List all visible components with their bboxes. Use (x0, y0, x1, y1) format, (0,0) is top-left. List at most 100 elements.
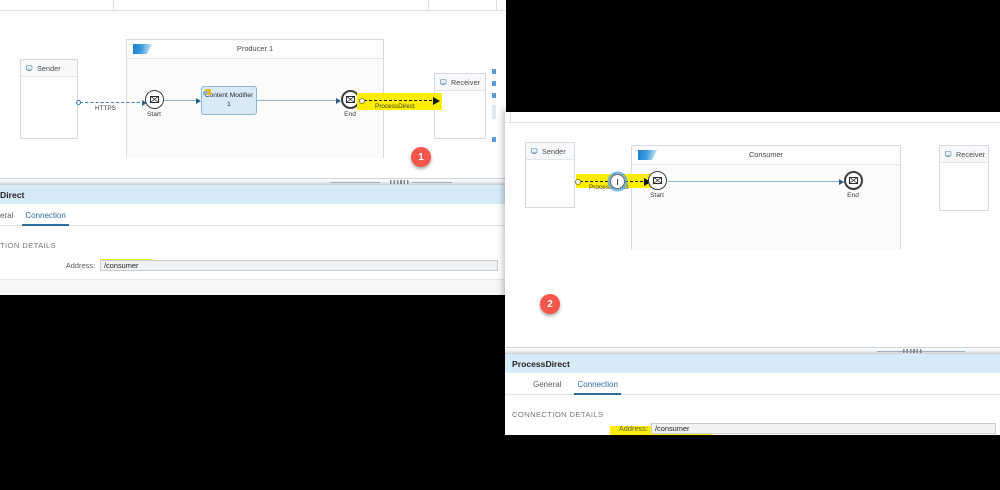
message-start-event-icon (150, 96, 159, 103)
toolbar-segment-3[interactable] (428, 0, 497, 10)
grip-line-left (330, 182, 380, 183)
sequence-flow-arrow-icon (196, 97, 201, 104)
sender-message-flow[interactable] (76, 100, 147, 106)
message-flow-origin-dot (359, 97, 365, 104)
address-label: Address: (65, 260, 95, 270)
properties-resize-grip[interactable] (0, 179, 506, 185)
properties-title-text: Direct (0, 189, 25, 200)
receiver-pool-header: Receiver (435, 74, 485, 91)
end-event-label: End (847, 192, 859, 199)
end-event[interactable] (844, 171, 863, 190)
tab-connection[interactable]: Connection (22, 211, 70, 226)
sequence-flow-modifier-to-end[interactable] (257, 97, 341, 104)
producer-connection-details-label: TION DETAILS (0, 241, 57, 250)
sender-message-flow-label: HTTPS (95, 105, 116, 112)
message-start-event-icon (653, 177, 662, 184)
palette-icon-5[interactable] (491, 137, 496, 142)
grip-dots-icon (903, 349, 923, 353)
start-event[interactable] (145, 90, 164, 109)
tab-general[interactable]: eral (0, 210, 14, 220)
receiver-pool-label: Receiver (956, 149, 986, 159)
participant-icon (531, 147, 538, 154)
processdirect-message-flow[interactable] (359, 97, 440, 105)
message-flow-arrow-icon (142, 100, 147, 106)
receiver-pool-header: Receiver (940, 146, 988, 163)
receiver-flow-highlight (357, 93, 442, 110)
consumer-toolbar[interactable] (505, 112, 1000, 123)
producer-properties-title: Direct (0, 185, 506, 204)
address-input[interactable]: /consumer (651, 422, 996, 434)
toolbar-segment-1[interactable] (0, 0, 114, 10)
sender-pool-header: Sender (526, 143, 574, 160)
start-event[interactable] (648, 171, 667, 190)
participant-icon (440, 78, 447, 85)
receiver-pool[interactable]: Receiver (434, 73, 486, 139)
sender-pool-label: Sender (37, 63, 61, 73)
grip-line-right (412, 182, 452, 183)
content-modifier-label: Content Modifier 1 (204, 92, 254, 108)
callout-badge-1: 1 (411, 147, 431, 167)
participant-icon (945, 150, 952, 157)
grip-dots-icon (390, 180, 410, 184)
producer-properties-panel: Direct eral Connection TION DETAILS Addr… (0, 178, 506, 295)
sequence-flow-start-to-end[interactable] (668, 178, 844, 185)
sap-logo-icon (638, 150, 657, 160)
receiver-pool-label: Receiver (451, 77, 481, 87)
message-flow-arrow-icon (644, 178, 651, 186)
producer-shape-palette[interactable] (490, 11, 498, 178)
toolbar-segment-1[interactable] (505, 112, 511, 122)
palette-icon-1[interactable] (491, 69, 496, 74)
consumer-pool-header: Consumer (632, 146, 900, 165)
message-flow-origin-dot (76, 100, 81, 105)
properties-title-text: ProcessDirect (512, 358, 570, 369)
sap-logo-icon (133, 44, 152, 54)
start-event-label: Start (650, 192, 664, 199)
palette-icon-2[interactable] (491, 81, 496, 86)
grip-line-left (877, 351, 925, 352)
palette-icon-4[interactable] (491, 105, 496, 119)
producer-properties-footer (0, 279, 506, 295)
address-input[interactable]: /consumer (100, 259, 498, 271)
consumer-canvas[interactable]: Sender Consumer Receiver (505, 123, 1000, 347)
consumer-connection-details-label: CONNECTION DETAILS (512, 410, 604, 419)
sender-pool[interactable]: Sender (20, 59, 78, 139)
producer-pool-header: Producer 1 (127, 40, 383, 59)
consumer-properties-tabs: General Connection (505, 373, 1000, 395)
receiver-message-flow-label: ProcessDirect (375, 103, 415, 110)
consumer-properties-title: ProcessDirect (505, 354, 1000, 373)
start-event-label: Start (147, 111, 161, 118)
message-flow-arrow-icon (433, 97, 440, 105)
properties-resize-grip[interactable] (505, 348, 1000, 354)
consumer-integration-flow-window: Sender Consumer Receiver (505, 112, 1000, 435)
producer-canvas[interactable]: Sender Producer 1 Receiver (0, 11, 498, 178)
selected-connector-node[interactable] (610, 174, 625, 189)
producer-integration-flow-window: Sender Producer 1 Receiver (0, 0, 506, 295)
producer-pool-title: Producer 1 (236, 44, 274, 53)
producer-address-field-row: Address: /consumer (0, 259, 500, 271)
message-end-event-icon (849, 177, 858, 184)
tab-connection[interactable]: Connection (574, 380, 622, 395)
grip-line-right (925, 351, 965, 352)
sequence-flow-arrow-icon (839, 178, 844, 185)
sequence-flow-start-to-modifier[interactable] (164, 97, 201, 104)
toolbar-segment-2[interactable] (510, 112, 1000, 122)
participant-icon (26, 64, 33, 71)
sender-pool-header: Sender (21, 60, 77, 77)
tab-general[interactable]: General (533, 379, 562, 389)
content-modifier-icon (203, 89, 211, 95)
message-flow-origin-dot (575, 178, 581, 185)
content-modifier-step[interactable]: Content Modifier 1 (201, 86, 257, 115)
consumer-properties-panel: ProcessDirect General Connection CONNECT… (505, 347, 1000, 435)
address-label: Address: (618, 423, 648, 433)
callout-badge-2: 2 (540, 294, 560, 314)
end-event-label: End (344, 111, 356, 118)
producer-properties-tabs: eral Connection (0, 204, 506, 226)
sender-pool[interactable]: Sender (525, 142, 575, 208)
consumer-pool-title: Consumer (748, 150, 784, 159)
producer-toolbar[interactable] (0, 0, 506, 11)
message-end-event-icon (346, 96, 355, 103)
palette-icon-3[interactable] (491, 93, 496, 98)
sender-pool-label: Sender (542, 146, 566, 156)
toolbar-segment-2[interactable] (113, 0, 429, 10)
receiver-pool[interactable]: Receiver (939, 145, 989, 211)
